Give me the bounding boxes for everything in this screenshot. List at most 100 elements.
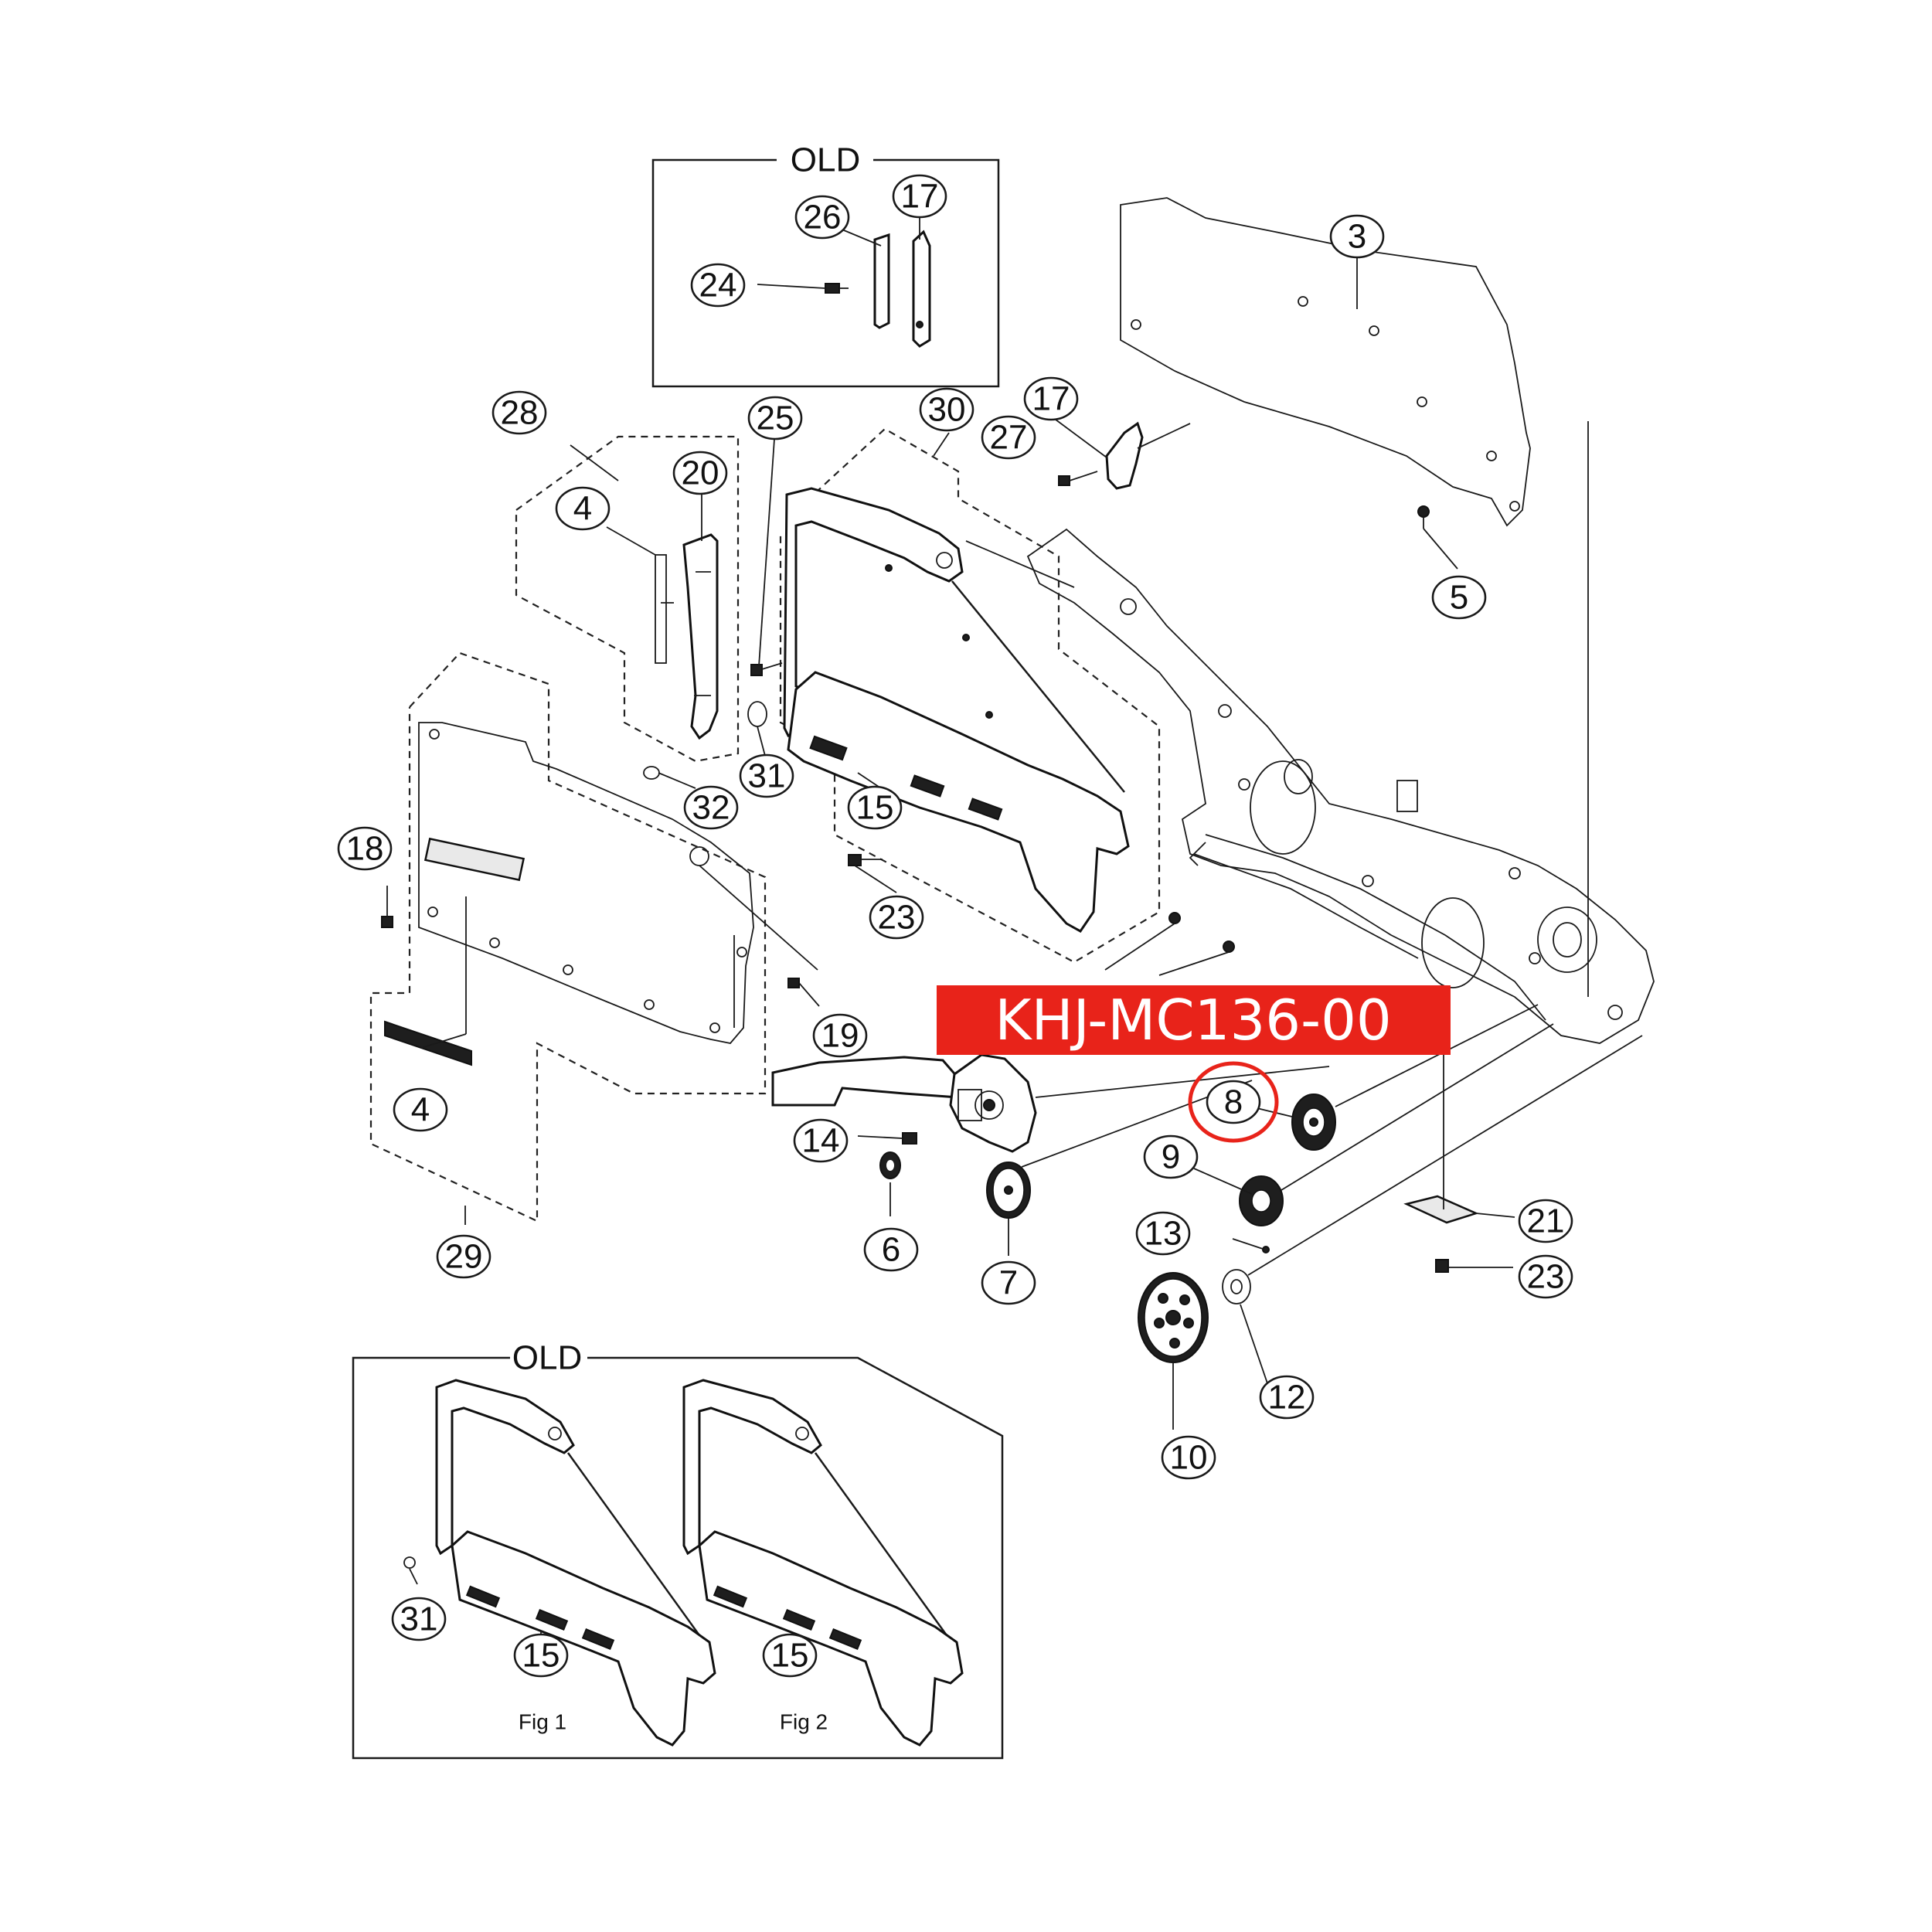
- callout-3: 3: [1329, 214, 1385, 259]
- screw-22-a: [1168, 912, 1181, 924]
- svg-text:23: 23: [1527, 1258, 1565, 1296]
- fig2-guide-assembly: [682, 1379, 964, 1747]
- lever-17: [1105, 421, 1191, 490]
- svg-text:13: 13: [1145, 1215, 1182, 1253]
- screw-25: [750, 662, 783, 676]
- svg-text:17: 17: [1032, 380, 1070, 418]
- svg-text:14: 14: [802, 1122, 840, 1160]
- fig1-guide-assembly: [403, 1379, 716, 1747]
- highlight-ring: [1188, 1061, 1279, 1143]
- callout-17-old: 17: [892, 174, 947, 219]
- lever-20: [682, 533, 719, 740]
- svg-text:26: 26: [804, 199, 842, 236]
- washer-32: [643, 766, 660, 780]
- o-ring-31: [747, 701, 767, 727]
- callout-14: 14: [793, 1118, 849, 1163]
- svg-text:4: 4: [411, 1091, 430, 1129]
- callout-10: 10: [1161, 1435, 1216, 1480]
- old-box-top-label: OLD: [791, 141, 860, 179]
- guide-assembly-15: [783, 487, 1130, 933]
- callout-23-right: 23: [1518, 1254, 1573, 1299]
- callout-8: 8: [1206, 1080, 1261, 1124]
- bracket-26: [873, 233, 890, 329]
- washer-12: [1222, 1035, 1643, 1384]
- cover-plate-3: [1120, 197, 1531, 527]
- dashed-group-30: [779, 427, 1161, 964]
- pin-13: [1232, 1238, 1270, 1253]
- callout-20: 20: [672, 451, 728, 495]
- callout-27: 27: [981, 415, 1036, 460]
- callout-13: 13: [1135, 1211, 1191, 1256]
- old-box-top: OLD: [651, 141, 1000, 388]
- callout-26: 26: [794, 195, 850, 240]
- screw-24: [825, 283, 849, 294]
- callout-31-fig1: 31: [391, 1597, 447, 1641]
- callout-25: 25: [747, 396, 803, 440]
- svg-text:24: 24: [699, 267, 737, 304]
- svg-text:31: 31: [748, 757, 786, 795]
- sprocket-housing: [771, 1053, 1037, 1153]
- callout-30: 30: [919, 387, 975, 432]
- callout-4-bottom: 4: [393, 1087, 448, 1132]
- old-box-bottom-label: OLD: [512, 1339, 582, 1377]
- callout-32: 32: [683, 785, 739, 830]
- svg-text:31: 31: [400, 1600, 438, 1638]
- svg-text:12: 12: [1268, 1379, 1306, 1417]
- svg-text:4: 4: [573, 490, 592, 528]
- svg-text:20: 20: [682, 454, 719, 492]
- gear-7: [986, 1162, 1031, 1219]
- callout-23-mid: 23: [869, 895, 924, 940]
- callout-12: 12: [1259, 1375, 1315, 1420]
- screw-22-b: [1223, 940, 1235, 953]
- svg-text:15: 15: [856, 789, 894, 827]
- washer-6: [879, 1151, 901, 1179]
- screw-18: [381, 886, 393, 928]
- svg-text:15: 15: [771, 1637, 809, 1675]
- svg-text:32: 32: [692, 789, 730, 827]
- screw-27: [1058, 471, 1098, 486]
- callout-19: 19: [812, 1013, 868, 1058]
- svg-text:27: 27: [990, 419, 1028, 457]
- callout-28: 28: [492, 390, 547, 435]
- svg-text:17: 17: [901, 178, 939, 216]
- callout-6: 6: [863, 1227, 919, 1272]
- fig2-label: Fig 2: [780, 1710, 828, 1734]
- part-number-text: KHJ-MC136-00: [995, 988, 1391, 1053]
- gear-9: [1239, 1023, 1554, 1226]
- svg-text:15: 15: [522, 1637, 560, 1675]
- callout-9: 9: [1143, 1134, 1199, 1179]
- svg-text:28: 28: [501, 394, 539, 432]
- o-ring-31-fig1: [403, 1556, 416, 1569]
- gear-8: [1291, 1004, 1539, 1151]
- svg-text:5: 5: [1450, 579, 1468, 617]
- callout-21: 21: [1518, 1199, 1573, 1243]
- svg-text:19: 19: [821, 1017, 859, 1055]
- svg-text:23: 23: [878, 899, 916, 937]
- callout-15-fig1: 15: [513, 1633, 569, 1678]
- screw-19: [787, 978, 820, 1007]
- svg-text:18: 18: [346, 830, 384, 868]
- svg-text:25: 25: [757, 400, 794, 437]
- callout-31: 31: [739, 753, 794, 798]
- callout-24: 24: [690, 263, 746, 308]
- part-number-banner: KHJ-MC136-00: [937, 985, 1451, 1055]
- svg-text:3: 3: [1348, 218, 1366, 256]
- callout-17: 17: [1023, 376, 1079, 421]
- svg-text:8: 8: [1224, 1083, 1243, 1121]
- main-frame: [1026, 528, 1655, 1044]
- svg-text:30: 30: [928, 391, 966, 429]
- screw-5: [1417, 505, 1430, 529]
- screw-23-right: [1435, 1259, 1513, 1273]
- svg-text:21: 21: [1527, 1202, 1565, 1240]
- spring-4-bottom: [384, 1020, 472, 1066]
- bracket-21: [1403, 1028, 1515, 1224]
- svg-text:6: 6: [882, 1231, 900, 1269]
- svg-text:10: 10: [1170, 1439, 1208, 1477]
- screw-23-mid: [848, 854, 883, 866]
- callout-18: 18: [337, 826, 393, 871]
- lever-17-old: [912, 230, 931, 348]
- callout-4-top: 4: [555, 486, 611, 531]
- callout-29: 29: [436, 1234, 492, 1279]
